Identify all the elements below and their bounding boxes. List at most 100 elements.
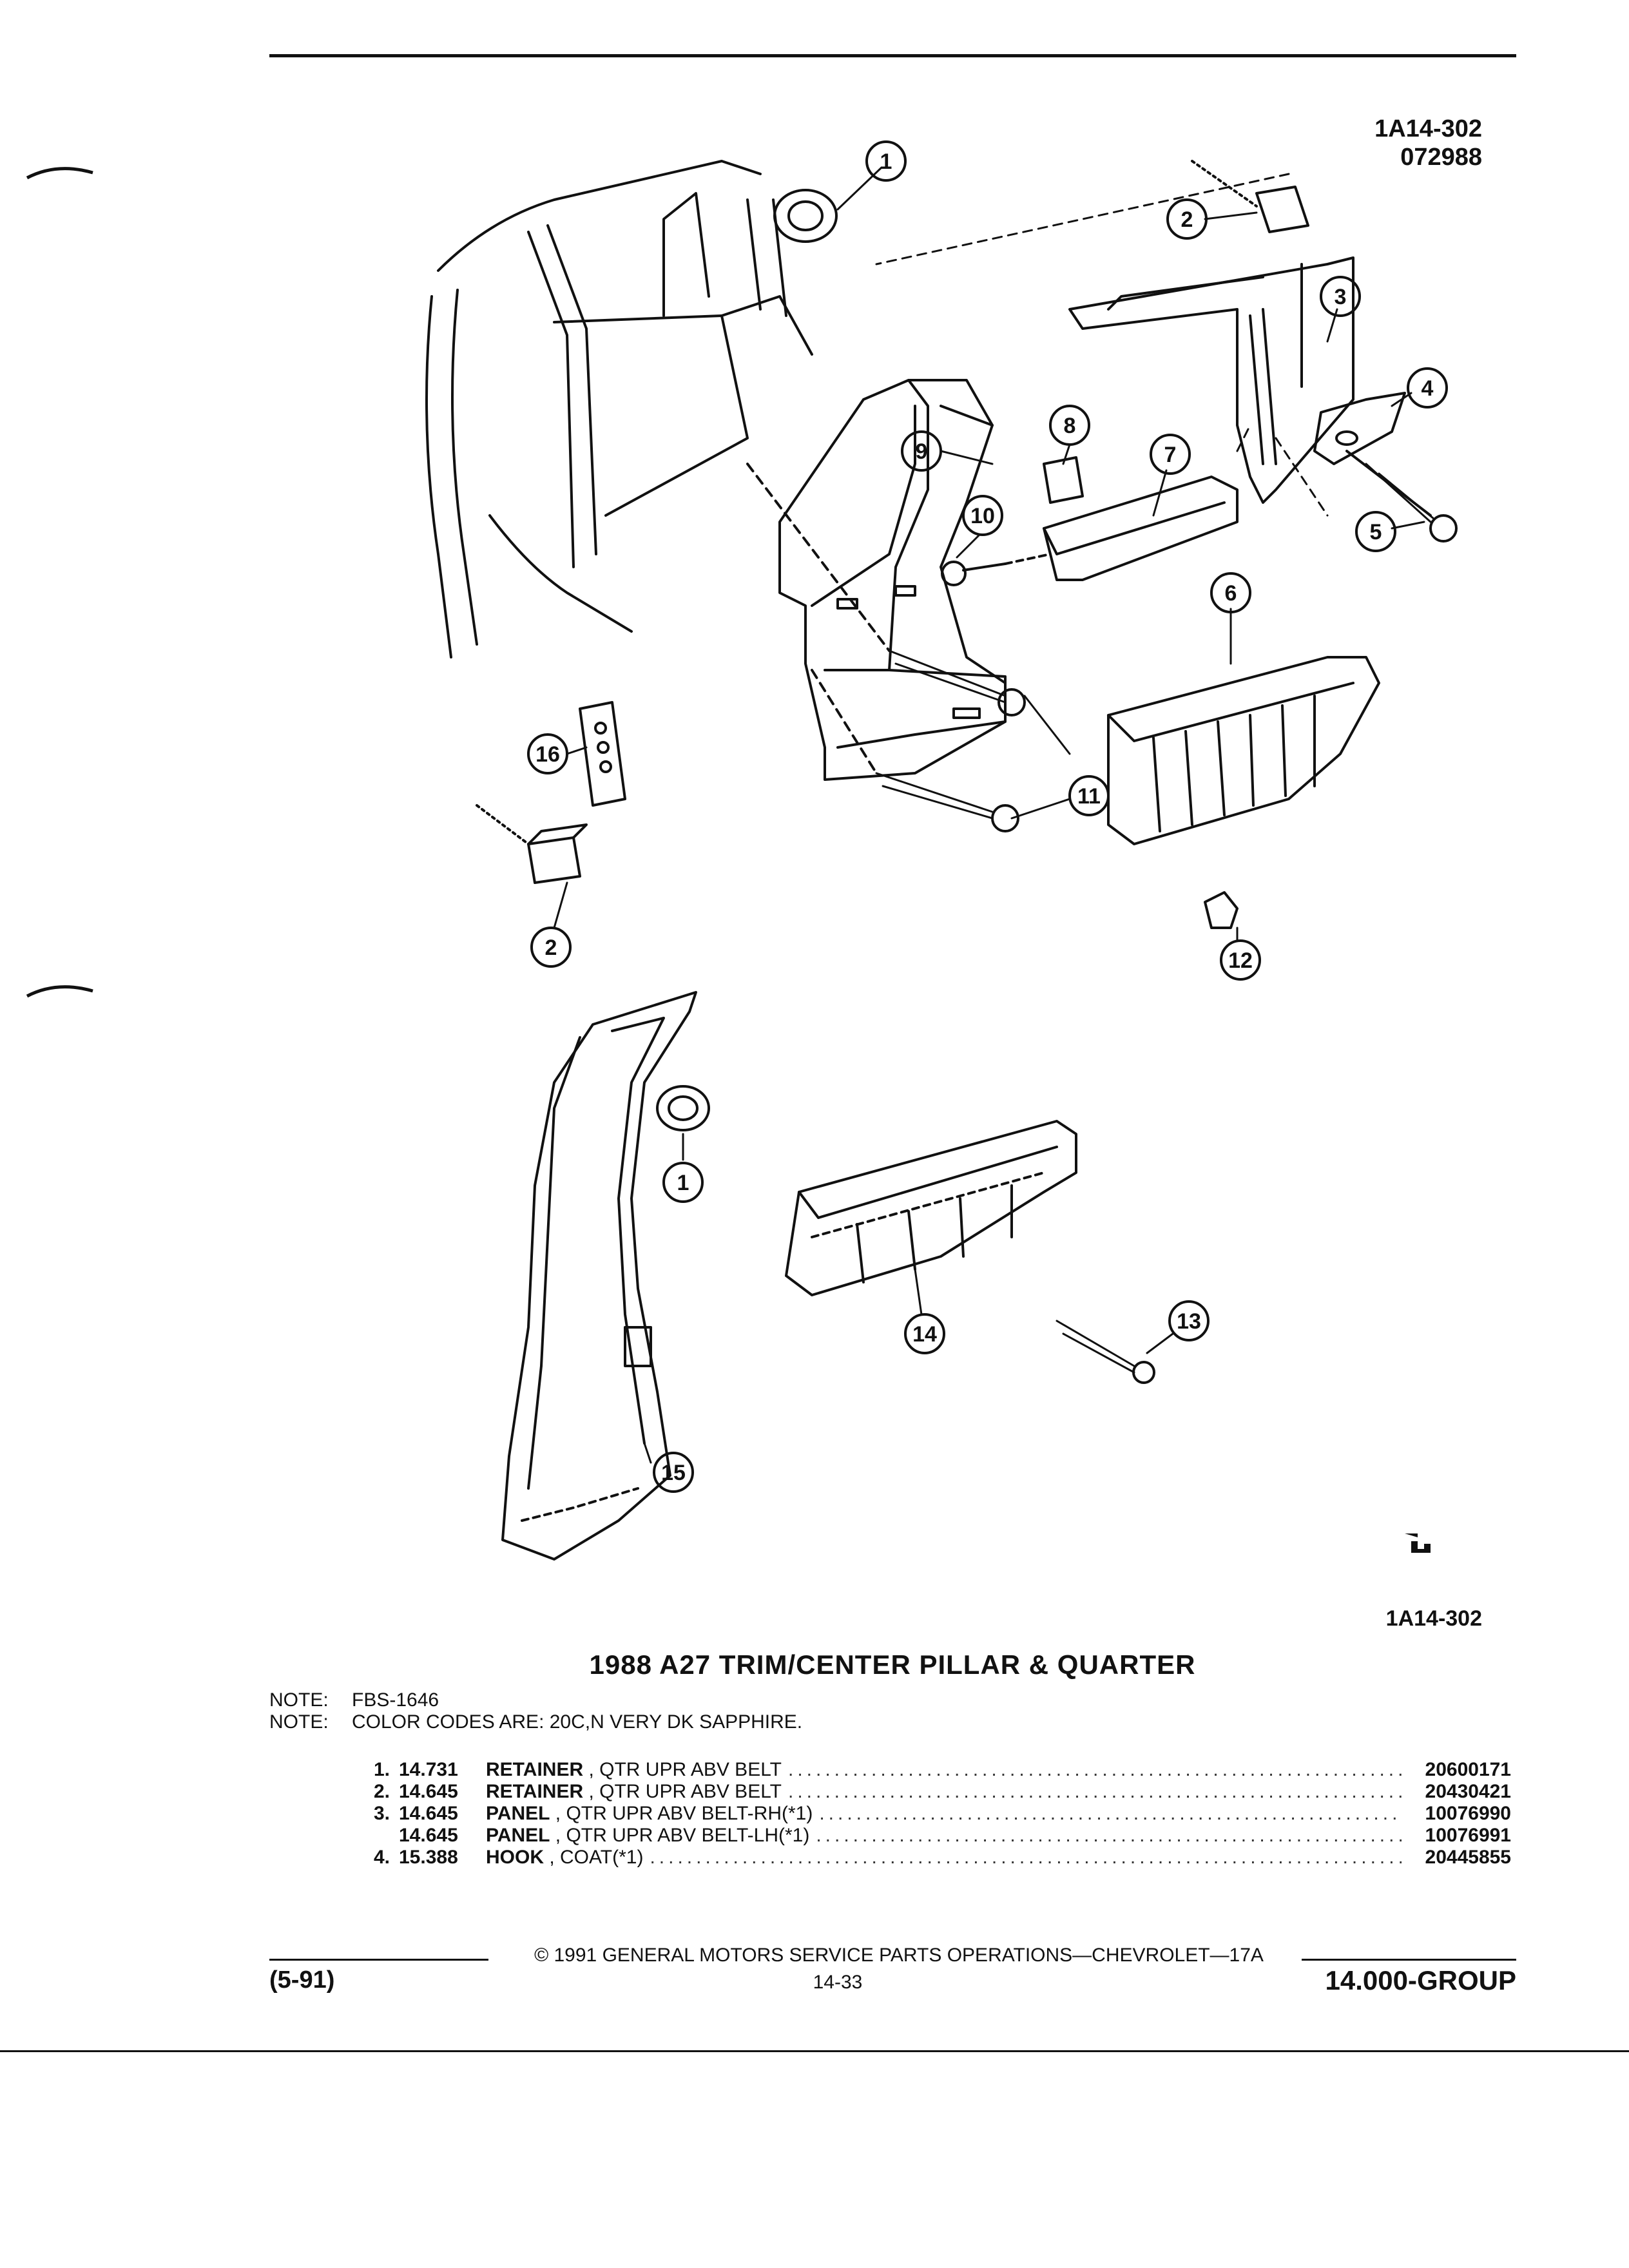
- exploded-parts-diagram: 1 2 3 4 5 6 7 8 9 10 11 12 13 14 15 16 2…: [425, 140, 1458, 1561]
- parts-list: 1. 14.731 RETAINER , QTR UPR ABV BELT ..…: [351, 1759, 1511, 1869]
- part-number: 4.: [373, 1847, 390, 1868]
- part-14-lower-trim-panel: [785, 1120, 1077, 1296]
- part-13-screw: [1055, 1320, 1155, 1384]
- margin-mark-bottom: [26, 985, 93, 998]
- part-description: HOOK , COAT(*1): [486, 1847, 643, 1869]
- part-15-pillar-upper-trim: [501, 991, 697, 1561]
- part-detail: , QTR UPR ABV BELT-LH(*1): [555, 1825, 810, 1846]
- parts-row: 3. 14.645 PANEL , QTR UPR ABV BELT-RH(*1…: [351, 1803, 1511, 1825]
- part-11-screws: [746, 463, 1026, 832]
- parts-row: 4. 15.388 HOOK , COAT(*1) ..............…: [351, 1847, 1511, 1869]
- part-description: PANEL , QTR UPR ABV BELT-LH(*1): [486, 1825, 809, 1847]
- callout-1-lower: 1: [662, 1162, 704, 1203]
- part-2-retainer-lower: [476, 804, 588, 884]
- part-detail: , QTR UPR ABV BELT: [588, 1759, 782, 1780]
- note-text: COLOR CODES ARE: 20C,N VERY DK SAPPHIRE.: [352, 1711, 803, 1733]
- note-line: NOTE:FBS-1646: [269, 1689, 1429, 1711]
- svg-text:3: 3: [1335, 285, 1347, 309]
- callout-12: 12: [1220, 939, 1261, 981]
- part-16-bracket: [579, 701, 626, 807]
- part-pn: 20430421: [1425, 1781, 1511, 1802]
- svg-text:9: 9: [916, 439, 928, 464]
- part-pn: 20600171: [1425, 1759, 1511, 1780]
- part-name: HOOK: [486, 1847, 544, 1868]
- part-name: PANEL: [486, 1825, 550, 1846]
- top-rule: [269, 54, 1516, 57]
- svg-text:13: 13: [1177, 1309, 1201, 1334]
- callout-4: 4: [1407, 367, 1448, 408]
- note-label: NOTE:: [269, 1711, 329, 1733]
- margin-mark-top: [26, 167, 93, 180]
- part-code: 14.731: [399, 1759, 458, 1780]
- svg-text:2: 2: [1181, 207, 1193, 232]
- parts-row: 1. 14.731 RETAINER , QTR UPR ABV BELT ..…: [351, 1759, 1511, 1781]
- leader-dots: ........................................…: [650, 1847, 1402, 1868]
- part-10-bolt: [941, 553, 1052, 586]
- part-name: PANEL: [486, 1803, 550, 1824]
- callout-3: 3: [1320, 276, 1361, 317]
- part-description: RETAINER , QTR UPR ABV BELT: [486, 1781, 782, 1803]
- leader-dots: ........................................…: [788, 1759, 1402, 1780]
- part-code: 14.645: [399, 1803, 458, 1824]
- leader-lines: [553, 166, 1425, 1464]
- part-description: PANEL , QTR UPR ABV BELT-RH(*1): [486, 1803, 813, 1825]
- bottom-rule: [0, 2050, 1629, 2052]
- footer-page-number: 14-33: [813, 1972, 863, 1993]
- part-1-grommet-lower: [656, 1085, 710, 1131]
- figure-id-bottom: 1A14-302: [1385, 1606, 1482, 1631]
- footer-copyright: © 1991 GENERAL MOTORS SERVICE PARTS OPER…: [534, 1945, 1264, 1966]
- svg-text:12: 12: [1228, 948, 1253, 973]
- part-3-quarter-upper-panel: [1068, 256, 1354, 504]
- callout-2-lower: 2: [530, 927, 572, 968]
- note-line: NOTE: COLOR CODES ARE: 20C,N VERY DK SAPP…: [269, 1711, 1429, 1733]
- callout-14: 14: [904, 1313, 945, 1354]
- svg-text:16: 16: [535, 742, 560, 767]
- svg-text:11: 11: [1077, 784, 1101, 809]
- part-4-coat-hook: [1313, 392, 1406, 465]
- callout-16: 16: [527, 733, 568, 774]
- parts-row: 14.645 PANEL , QTR UPR ABV BELT-LH(*1) .…: [351, 1825, 1511, 1847]
- footer-group: 14.000-GROUP: [1325, 1965, 1516, 1995]
- part-7-pad: [1043, 476, 1239, 581]
- figure-id-text: 1A14-302: [1374, 115, 1482, 142]
- callout-10: 10: [962, 495, 1003, 536]
- footer-rule-right: [1302, 1959, 1516, 1961]
- svg-text:5: 5: [1370, 520, 1382, 544]
- callout-2-top: 2: [1166, 198, 1208, 240]
- part-9-pillar-lower-trim: [778, 379, 1007, 781]
- svg-text:10: 10: [970, 504, 995, 528]
- svg-text:1: 1: [677, 1171, 689, 1195]
- part-detail: , COAT(*1): [549, 1847, 644, 1868]
- callout-7: 7: [1150, 434, 1191, 475]
- callout-8: 8: [1049, 405, 1090, 446]
- callout-5: 5: [1355, 511, 1396, 552]
- notes: NOTE:FBS-1646 NOTE: COLOR CODES ARE: 20C,…: [269, 1689, 1429, 1733]
- svg-text:6: 6: [1225, 581, 1237, 606]
- callout-13: 13: [1168, 1300, 1210, 1341]
- figure-id: 1A14-302 072988: [1263, 115, 1482, 171]
- part-1-grommet-top: [773, 189, 838, 243]
- part-pn: 20445855: [1425, 1847, 1511, 1868]
- part-2-retainer-top: [1191, 160, 1309, 233]
- leader-dots: ........................................…: [819, 1803, 1402, 1824]
- part-6-quarter-lower-panel: [1107, 656, 1380, 845]
- footer-rule-left: [269, 1959, 488, 1961]
- part-pn: 10076990: [1425, 1803, 1511, 1824]
- part-5-screw: [1345, 450, 1458, 543]
- callout-1-top: 1: [865, 140, 907, 182]
- part-name: RETAINER: [486, 1759, 584, 1780]
- part-code: 14.645: [399, 1781, 458, 1802]
- svg-text:8: 8: [1064, 414, 1076, 438]
- body-door-frame: [425, 160, 813, 658]
- part-code: 14.645: [399, 1825, 458, 1846]
- parts-row: 2. 14.645 RETAINER , QTR UPR ABV BELT ..…: [351, 1781, 1511, 1803]
- part-code: 15.388: [399, 1847, 458, 1868]
- part-detail: , QTR UPR ABV BELT-RH(*1): [555, 1803, 813, 1824]
- figure-date-code: 072988: [1400, 144, 1482, 171]
- part-12-clip: [1204, 891, 1239, 929]
- part-number: 3.: [373, 1803, 390, 1824]
- note-label: NOTE:: [269, 1689, 329, 1711]
- svg-text:4: 4: [1422, 376, 1434, 401]
- svg-text:1: 1: [880, 149, 892, 174]
- part-number: 2.: [373, 1781, 390, 1802]
